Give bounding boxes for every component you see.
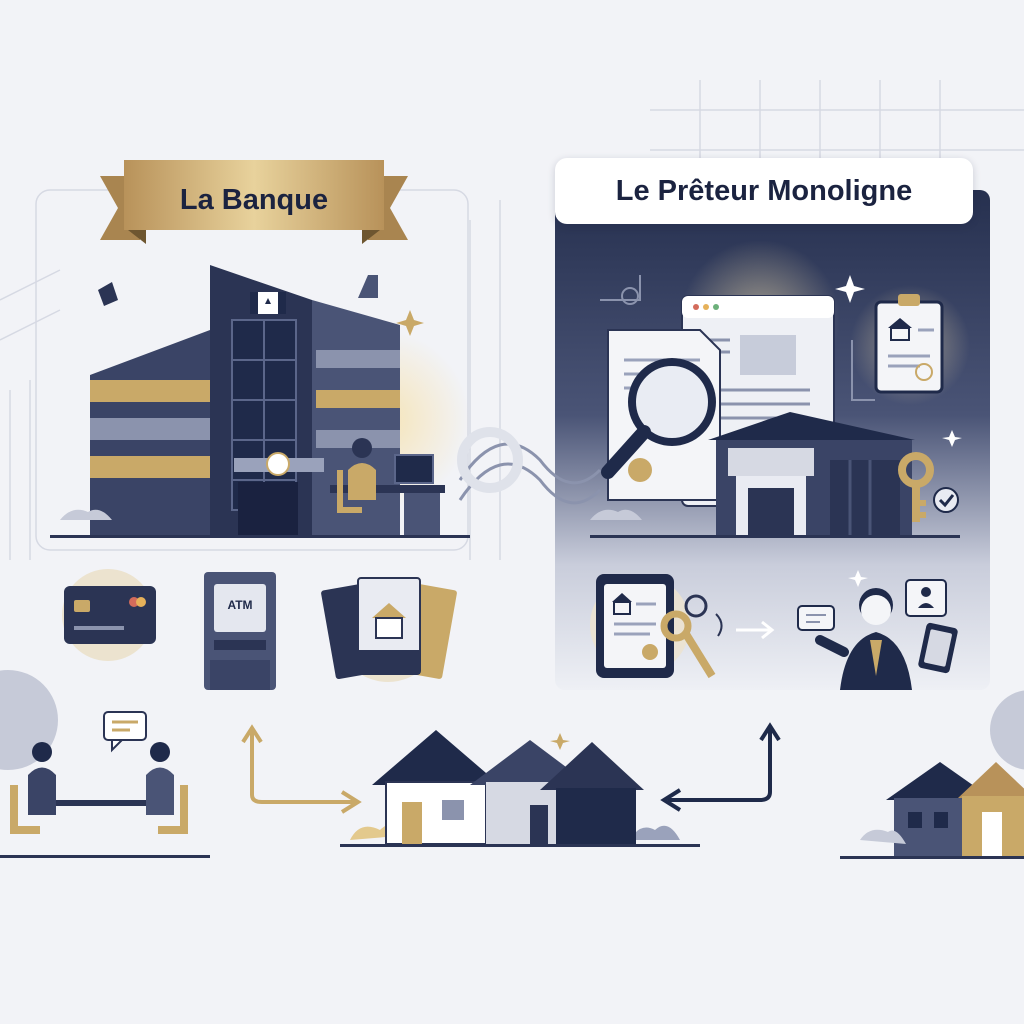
lender-advisor-icon <box>797 570 958 690</box>
houses-icon <box>340 730 700 847</box>
bank-employee-icon <box>330 438 445 535</box>
center-connectors <box>457 427 602 505</box>
clipboard-icon <box>850 285 970 405</box>
meeting-scene-icon <box>0 670 210 858</box>
key-check-icon <box>590 430 962 538</box>
atm-screen-label: ATM <box>227 598 253 612</box>
la-banque-title: La Banque <box>179 183 329 216</box>
banner-ribbon <box>100 160 408 244</box>
preteur-monoligne-title: Le Prêteur Monoligne <box>555 158 973 224</box>
online-application-icon <box>600 240 865 507</box>
tablet-keys-icon <box>590 574 775 679</box>
arrow-left-to-house <box>241 724 362 814</box>
brochures-icon <box>321 577 457 682</box>
credit-card-icon <box>62 569 156 661</box>
atm-machine-icon <box>204 572 276 690</box>
lender-office-icon <box>708 412 915 536</box>
right-houses-icon <box>840 690 1024 859</box>
left-decor <box>50 275 470 538</box>
arrow-right-to-house <box>660 722 781 812</box>
